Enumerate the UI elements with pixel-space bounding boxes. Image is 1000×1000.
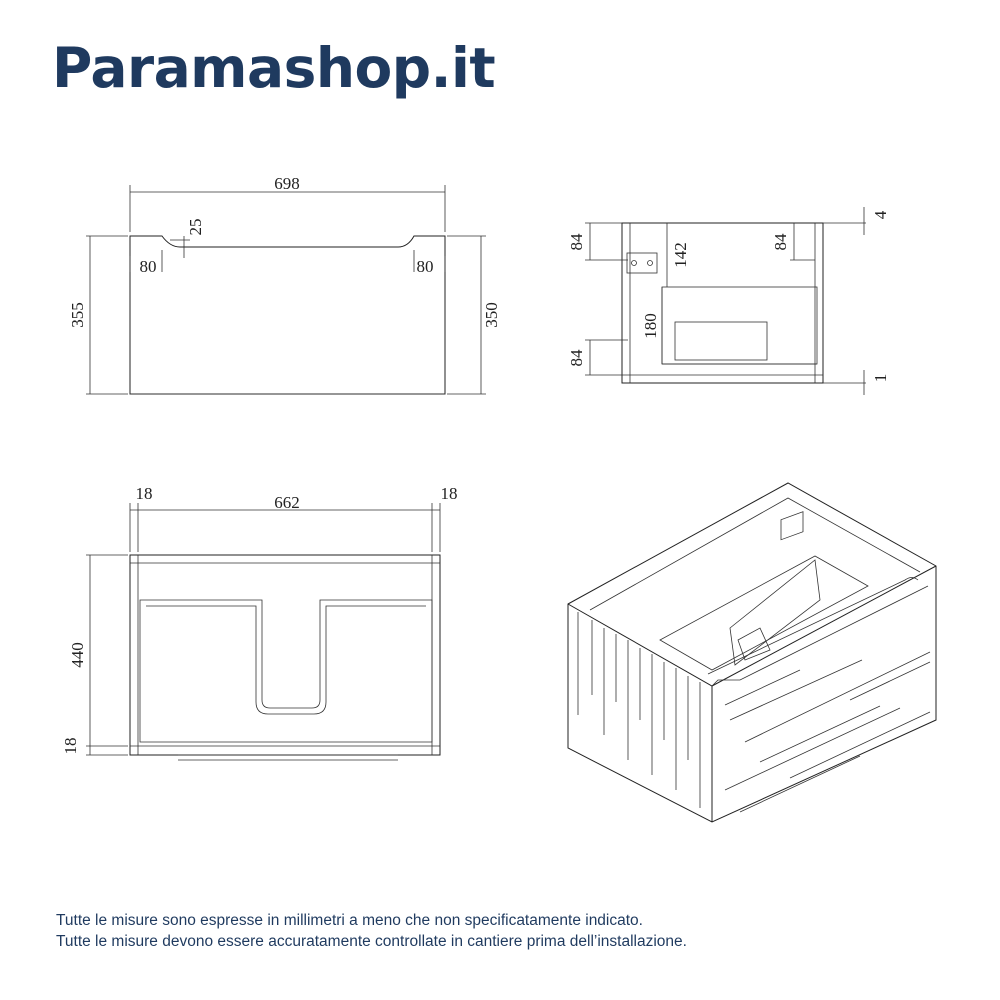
front-right-height-label: 350	[482, 302, 501, 328]
top-inner-width-label: 662	[274, 493, 300, 512]
side-bottom-left-label: 84	[567, 349, 586, 367]
isometric-view	[567, 482, 937, 823]
front-view	[86, 185, 486, 395]
side-top-gap-label: 4	[871, 210, 890, 219]
top-right-panel-label: 18	[441, 484, 458, 503]
top-left-panel-label: 18	[136, 484, 153, 503]
front-width-label: 698	[274, 174, 300, 193]
top-back-label: 18	[61, 738, 80, 755]
disclaimer-notes: Tutte le misure sono espresse in millime…	[56, 910, 687, 952]
front-cut-left-label: 80	[140, 257, 157, 276]
side-view	[585, 207, 866, 395]
front-left-height-label: 355	[68, 302, 87, 328]
top-view	[86, 503, 441, 761]
disclaimer-line-1: Tutte le misure sono espresse in millime…	[56, 912, 643, 929]
side-top-right-label: 84	[771, 233, 790, 251]
side-drawer-label: 180	[641, 313, 660, 339]
side-bottom-gap-label: 1	[871, 374, 890, 383]
brand-logo-text: Paramashop.it	[52, 36, 496, 100]
disclaimer-line-2: Tutte le misure devono essere accuratame…	[56, 933, 687, 950]
front-cut-right-label: 80	[417, 257, 434, 276]
top-depth-label: 440	[68, 642, 87, 668]
front-cut-depth-label: 25	[186, 219, 205, 236]
side-top-left-label: 84	[567, 233, 586, 251]
side-inner-label: 142	[671, 242, 690, 268]
